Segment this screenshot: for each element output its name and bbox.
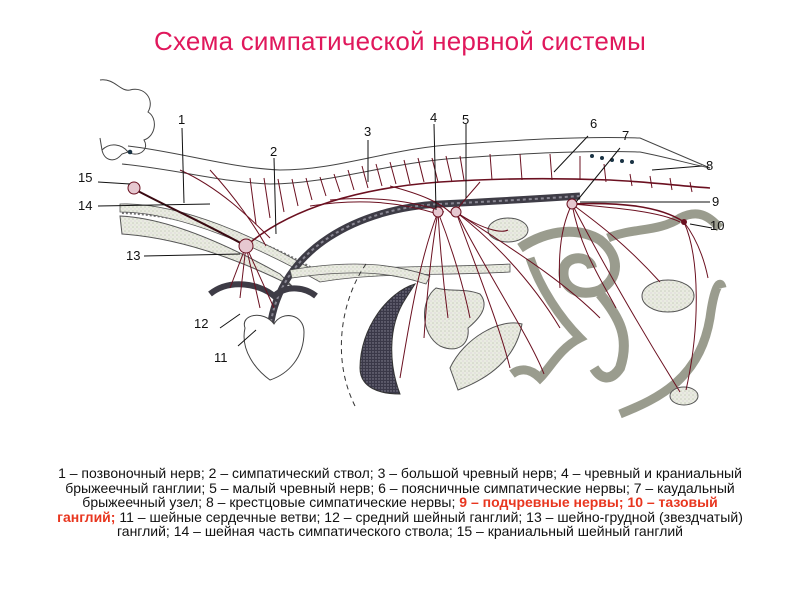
- label-7: 7: [622, 128, 629, 143]
- cranial-cervical-ganglion: [127, 181, 141, 195]
- cervicothoracic-ganglion: [238, 238, 254, 254]
- leader-lines: [97, 123, 713, 347]
- organs: [119, 192, 727, 419]
- cranial-mesenteric-ganglion: [450, 206, 462, 218]
- label-1: 1: [178, 112, 185, 127]
- caudal-mesenteric-ganglion: [566, 198, 578, 210]
- caption-text-part2: 11 – шейные сердечные ветви; 12 – средни…: [116, 508, 743, 540]
- brain-outline: [99, 79, 155, 161]
- celiac-ganglion: [432, 206, 444, 218]
- label-9: 9: [712, 194, 719, 209]
- nerves: [135, 153, 711, 393]
- pelvic-ganglion: [681, 219, 687, 225]
- label-5: 5: [462, 112, 469, 127]
- label-13: 13: [126, 248, 140, 263]
- label-8: 8: [706, 158, 713, 173]
- label-2: 2: [270, 144, 277, 159]
- label-12: 12: [194, 316, 208, 331]
- diagram-labels: 1 2 3 4 5 6 7 8 9 10 11 12 13 14 15: [78, 110, 724, 365]
- label-4: 4: [430, 110, 437, 125]
- diagram-caption: 1 – позвоночный нерв; 2 – симпатический …: [55, 466, 745, 539]
- label-15: 15: [78, 170, 92, 185]
- label-14: 14: [78, 198, 92, 213]
- label-10: 10: [710, 218, 724, 233]
- spinal-cord: [121, 136, 711, 185]
- caption-highlight: 9 – подчревные нервы; 10 – тазовый гангл…: [57, 494, 718, 525]
- sympathetic-nervous-system-diagram: 1 2 3 4 5 6 7 8 9 10 11 12 13 14 15: [60, 78, 760, 458]
- label-11: 11: [214, 350, 228, 365]
- caption-text-part1: 1 – позвоночный нерв; 2 – симпатический …: [58, 465, 742, 511]
- ganglia: [127, 181, 687, 254]
- label-6: 6: [590, 116, 597, 131]
- slide-title: Схема симпатической нервной системы: [154, 26, 646, 56]
- label-3: 3: [364, 124, 371, 139]
